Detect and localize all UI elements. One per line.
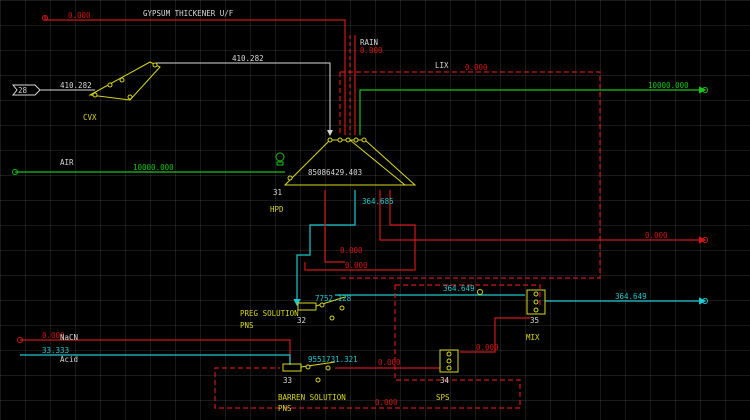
stream-lix[interactable]: [339, 71, 601, 279]
value-red-loop-b: 0.000: [345, 261, 368, 270]
value-mix-out: 364.649: [615, 292, 647, 301]
stream-mix-out[interactable]: [545, 297, 708, 305]
value-preg-to-mix: 364.649: [443, 284, 475, 293]
label-hpd: HPD: [270, 205, 284, 214]
label-barren-solution: BARREN SOLUTION: [278, 393, 346, 402]
stream-red-loop[interactable]: [304, 190, 416, 271]
label-lix: LIX: [435, 61, 449, 70]
value-red-loop-a: 0.000: [340, 246, 363, 255]
conveyor-cvx[interactable]: [88, 61, 161, 101]
mix-unit[interactable]: [526, 289, 546, 315]
value-preg-inventory: 7752.128: [315, 294, 352, 303]
stream-preg-to-mix[interactable]: [335, 289, 525, 296]
node-barren: 33: [283, 376, 292, 385]
node-preg: 32: [297, 316, 306, 325]
label-nacn: NaCN: [60, 333, 78, 342]
barren-tank[interactable]: [282, 361, 336, 383]
value-gypsum-top: 0.000: [68, 11, 91, 20]
label-pns-preg: PNS: [240, 321, 254, 330]
value-sps-out: 0.000: [476, 343, 499, 352]
flowsheet-title: GYPSUM THICKENER U/F: [143, 9, 234, 18]
node-sps: 34: [440, 376, 450, 385]
value-barren-to-sps: 0.000: [378, 358, 401, 367]
label-acid: Acid: [60, 355, 78, 364]
label-preg-solution: PREG SOLUTION: [240, 309, 299, 318]
stream-rain[interactable]: [349, 35, 356, 135]
node-hpd: 31: [273, 188, 282, 197]
stream-conveyor-out[interactable]: [155, 62, 333, 136]
feed-node-label: 28: [18, 86, 28, 95]
value-feed-in: 410.282: [60, 81, 92, 90]
value-green-out: 10000.000: [648, 81, 689, 90]
value-lix: 0.000: [465, 63, 488, 72]
label-pns-barren: PNS: [278, 404, 292, 413]
value-acid: 33.333: [42, 346, 69, 355]
label-mix: MIX: [526, 333, 540, 342]
stream-bottom-loop[interactable]: [214, 284, 541, 409]
node-mix: 35: [530, 316, 539, 325]
value-nacn: 0.000: [42, 331, 65, 340]
value-red-out-mid: 0.000: [645, 231, 668, 240]
value-bottom-loop: 0.000: [375, 398, 398, 407]
label-rain: RAIN: [360, 38, 378, 47]
value-hpd-inventory: 85086429.403: [308, 168, 362, 177]
stream-air[interactable]: [12, 169, 286, 175]
stream-green-out[interactable]: [359, 86, 708, 136]
stream-barren-to-sps[interactable]: [335, 317, 530, 369]
value-hpd-underflow: 364.685: [362, 197, 394, 206]
stream-gypsum-top[interactable]: [42, 15, 346, 136]
hpd-unit[interactable]: [275, 137, 417, 186]
stream-red-out-mid[interactable]: [379, 190, 708, 244]
value-air: 10000.000: [133, 163, 174, 172]
stream-hpd-underflow[interactable]: [293, 190, 356, 307]
label-cvx: CVX: [83, 113, 97, 122]
label-air: AIR: [60, 158, 74, 167]
stream-acid[interactable]: [20, 354, 291, 365]
value-conveyor-out: 410.282: [232, 54, 264, 63]
feed-node[interactable]: 28: [11, 84, 41, 96]
value-barren-inventory: 9551731.321: [308, 355, 358, 364]
sps-unit[interactable]: [439, 349, 459, 373]
preg-tank[interactable]: [297, 296, 346, 321]
value-rain: 0.000: [360, 46, 383, 55]
label-sps: SPS: [436, 393, 450, 402]
